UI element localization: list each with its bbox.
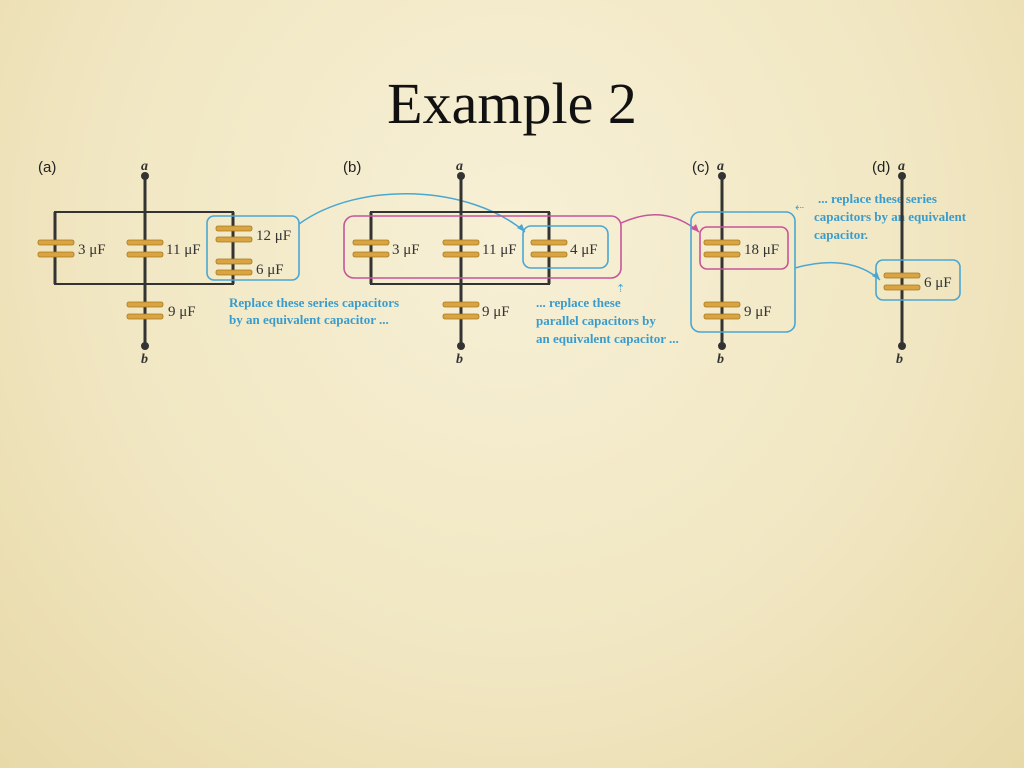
panel-c-node-a: a xyxy=(717,159,724,174)
note-c-line3: capacitor. xyxy=(814,227,868,242)
capacitor-a-9uf xyxy=(126,301,164,320)
note-a-line2: by an equivalent capacitor ... xyxy=(229,312,389,327)
panel-b-node-b: b xyxy=(456,352,463,367)
panel-b-label: (b) xyxy=(343,159,361,176)
panel-d-wiring xyxy=(898,172,906,350)
panel-a-node-b: b xyxy=(141,352,148,367)
capacitor-a-6uf xyxy=(215,258,253,276)
capacitor-b-4uf-label: 4 μF xyxy=(570,242,598,258)
panel-d-node-a: a xyxy=(898,159,905,174)
note-b-line2: parallel capacitors by xyxy=(536,313,656,328)
panel-c-node-b: b xyxy=(717,352,724,367)
note-b-line1: ... replace these xyxy=(536,295,621,310)
arrow-c-to-d xyxy=(794,261,881,281)
highlight-b-parallel xyxy=(343,215,622,279)
capacitor-b-11uf-label: 11 μF xyxy=(482,242,517,258)
capacitor-a-11uf xyxy=(126,239,164,258)
panel-d-label: (d) xyxy=(872,159,890,176)
panel-a-node-a: a xyxy=(141,159,148,174)
slide-title: Example 2 xyxy=(387,71,637,136)
capacitor-d-6uf xyxy=(883,272,921,291)
capacitor-c-9uf-label: 9 μF xyxy=(744,304,772,320)
highlight-d-equivalent xyxy=(875,259,961,301)
note-a-line1: Replace these series capacitors xyxy=(229,295,399,310)
capacitor-b-3uf-label: 3 μF xyxy=(392,242,420,258)
highlight-c-18uf xyxy=(699,226,789,270)
panel-b-node-a: a xyxy=(456,159,463,174)
arrow-a-to-b-head xyxy=(517,224,525,232)
note-b-line3: an equivalent capacitor ... xyxy=(536,331,679,346)
highlight-a-series xyxy=(206,215,300,281)
highlight-c-series xyxy=(690,211,796,333)
arrow-b-to-c xyxy=(620,214,700,233)
capacitor-a-3uf xyxy=(37,239,75,258)
capacitor-a-3uf-label: 3 μF xyxy=(78,242,106,258)
capacitor-a-11uf-label: 11 μF xyxy=(166,242,201,258)
capacitor-a-6uf-label: 6 μF xyxy=(256,262,284,278)
panel-a-wiring xyxy=(53,172,235,350)
panel-d-node-b: b xyxy=(896,352,903,367)
capacitor-a-9uf-label: 9 μF xyxy=(168,304,196,320)
capacitor-c-18uf xyxy=(703,239,741,258)
capacitor-b-4uf xyxy=(530,239,568,258)
arrow-b-to-c-head xyxy=(691,224,699,232)
capacitor-c-9uf xyxy=(703,301,741,320)
panel-a-label: (a) xyxy=(38,159,56,176)
capacitor-b-9uf-label: 9 μF xyxy=(482,304,510,320)
highlight-b-4uf xyxy=(522,225,609,269)
capacitor-b-11uf xyxy=(442,239,480,258)
capacitor-a-12uf xyxy=(215,225,253,243)
capacitor-c-18uf-label: 18 μF xyxy=(744,242,779,258)
note-c-line2: capacitors by an equivalent xyxy=(814,209,967,224)
panel-c-label: (c) xyxy=(692,159,710,176)
capacitor-a-12uf-label: 12 μF xyxy=(256,228,291,244)
note-b-arrow-icon: ⇡ xyxy=(616,282,625,295)
capacitor-d-6uf-label: 6 μF xyxy=(924,275,952,291)
capacitor-b-3uf xyxy=(352,239,390,258)
capacitor-b-9uf xyxy=(442,301,480,320)
panel-c-wiring xyxy=(718,172,726,350)
note-c-arrow-icon: ⇠ xyxy=(795,201,804,214)
note-c-line1: ... replace these series xyxy=(818,191,937,206)
